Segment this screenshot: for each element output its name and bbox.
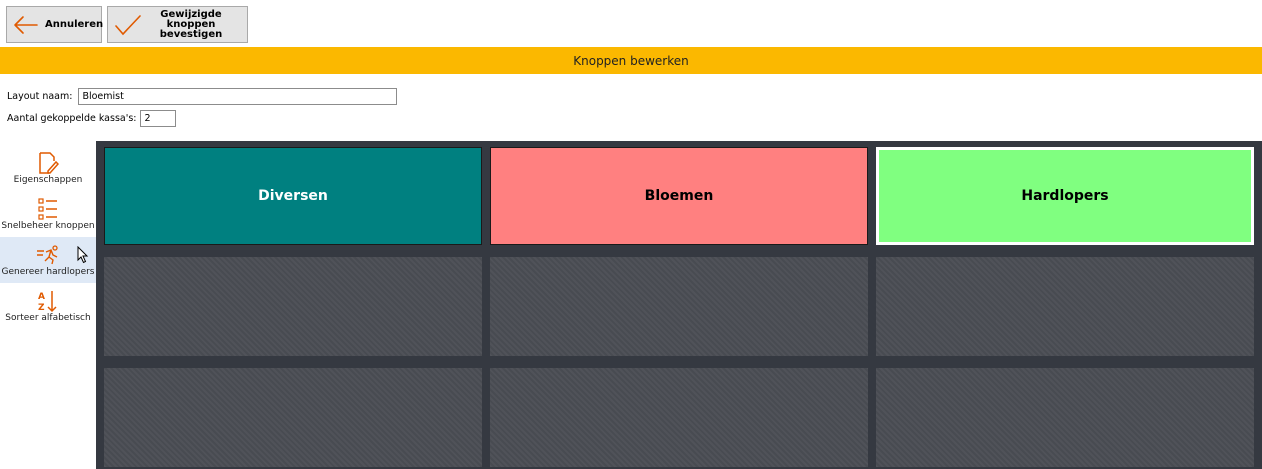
- sidebar-item-label: Genereer hardlopers: [1, 267, 95, 277]
- grid-button-empty[interactable]: [876, 257, 1254, 356]
- grid-button-bloemen[interactable]: Bloemen: [490, 147, 868, 245]
- svg-text:Z: Z: [38, 303, 45, 313]
- document-edit-icon: [37, 151, 59, 175]
- confirm-button-label: Gewijzigde knoppen bevestigen: [159, 8, 223, 40]
- sidebar-item-label: Eigenschappen: [13, 175, 83, 185]
- kassa-count-input[interactable]: [140, 110, 177, 127]
- layout-name-row: Layout naam:: [7, 88, 398, 105]
- mouse-cursor-icon: [77, 246, 89, 264]
- runner-icon: [36, 243, 60, 267]
- toolbar: Annuleren Gewijzigde knoppen bevestigen: [0, 0, 1262, 46]
- grid-button-label: Diversen: [258, 188, 328, 204]
- svg-text:A: A: [38, 292, 45, 302]
- button-grid: Diversen Bloemen Hardlopers: [96, 141, 1262, 469]
- layout-name-input[interactable]: [78, 88, 398, 105]
- grid-button-hardlopers[interactable]: Hardlopers: [876, 147, 1254, 245]
- back-arrow-icon: [14, 15, 38, 34]
- page-title: Knoppen bewerken: [573, 53, 689, 68]
- grid-button-empty[interactable]: [490, 257, 868, 356]
- sidebar: Eigenschappen Snelbeheer knoppen Generee…: [0, 145, 96, 329]
- grid-button-diversen[interactable]: Diversen: [104, 147, 482, 245]
- grid-button-empty[interactable]: [104, 257, 482, 356]
- confirm-changes-button[interactable]: Gewijzigde knoppen bevestigen: [107, 6, 248, 43]
- grid-button-empty[interactable]: [876, 368, 1254, 467]
- cancel-button[interactable]: Annuleren: [6, 6, 104, 43]
- grid-button-label: Bloemen: [644, 188, 714, 204]
- sidebar-item-eigenschappen[interactable]: Eigenschappen: [0, 145, 96, 191]
- sidebar-item-label: Snelbeheer knoppen: [1, 221, 95, 231]
- grid-button-empty[interactable]: [104, 368, 482, 467]
- page-title-banner: Knoppen bewerken: [0, 47, 1262, 74]
- cancel-button-label: Annuleren: [45, 18, 104, 30]
- grid-button-label: Hardlopers: [1021, 188, 1109, 204]
- sidebar-item-snelbeheer[interactable]: Snelbeheer knoppen: [0, 191, 96, 237]
- sidebar-item-label: Sorteer alfabetisch: [5, 313, 91, 323]
- sidebar-item-genereer-hardlopers[interactable]: Genereer hardlopers: [0, 237, 96, 283]
- grid-button-empty[interactable]: [490, 368, 868, 467]
- checkmark-icon: [115, 14, 141, 35]
- kassa-count-row: Aantal gekoppelde kassa's:: [7, 110, 177, 127]
- kassa-count-label: Aantal gekoppelde kassa's:: [7, 113, 137, 124]
- layout-name-label: Layout naam:: [7, 91, 73, 102]
- list-icon: [38, 197, 58, 221]
